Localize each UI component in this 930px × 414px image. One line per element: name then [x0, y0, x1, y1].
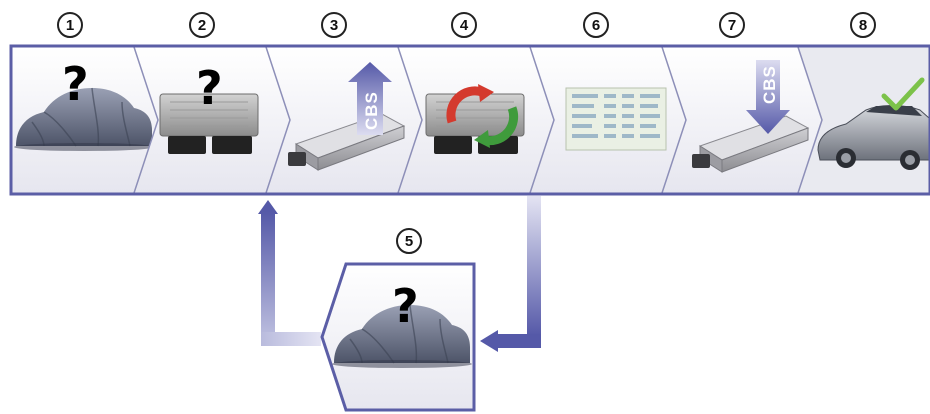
step-number: 2 [197, 16, 207, 34]
panel-6 [530, 47, 686, 193]
step-number: 7 [727, 16, 737, 34]
step-badge-7: 7 [719, 12, 745, 38]
step-number: 3 [329, 16, 339, 34]
step-badge-1: 1 [57, 12, 83, 38]
step-number: 6 [591, 16, 601, 34]
sync-icon [446, 84, 519, 148]
question-mark: ? [62, 57, 89, 111]
panel-2: ? [134, 47, 290, 193]
panel-5: ? [320, 262, 476, 412]
step-number: 1 [65, 16, 75, 34]
question-mark: ? [196, 61, 223, 115]
cbs-label: CBS [362, 91, 381, 130]
chevron-separators [133, 46, 823, 194]
cbs-label: CBS [760, 65, 779, 104]
feedback-arrow-right [480, 196, 541, 352]
upload-arrow-icon: CBS [348, 62, 392, 135]
step-badge-4: 4 [451, 12, 477, 38]
car-icon [817, 105, 930, 170]
step-badge-3: 3 [321, 12, 347, 38]
panel-7: CBS [662, 47, 822, 193]
panel-8 [798, 47, 930, 193]
step-badge-2: 2 [189, 12, 215, 38]
step-number: 8 [858, 16, 868, 34]
panel-3: CBS [266, 47, 422, 193]
question-mark: ? [392, 279, 419, 333]
data-table-icon [565, 87, 667, 151]
step-badge-6: 6 [583, 12, 609, 38]
checkmark-icon [881, 77, 925, 111]
step-badge-8: 8 [850, 12, 876, 38]
step-number: 5 [404, 232, 414, 250]
panel-4 [398, 47, 554, 193]
download-arrow-icon: CBS [746, 60, 790, 134]
step-number: 4 [459, 16, 469, 34]
feedback-arrow-left [258, 200, 321, 346]
step-badge-5: 5 [396, 228, 422, 254]
panel-1: ? [12, 47, 158, 193]
